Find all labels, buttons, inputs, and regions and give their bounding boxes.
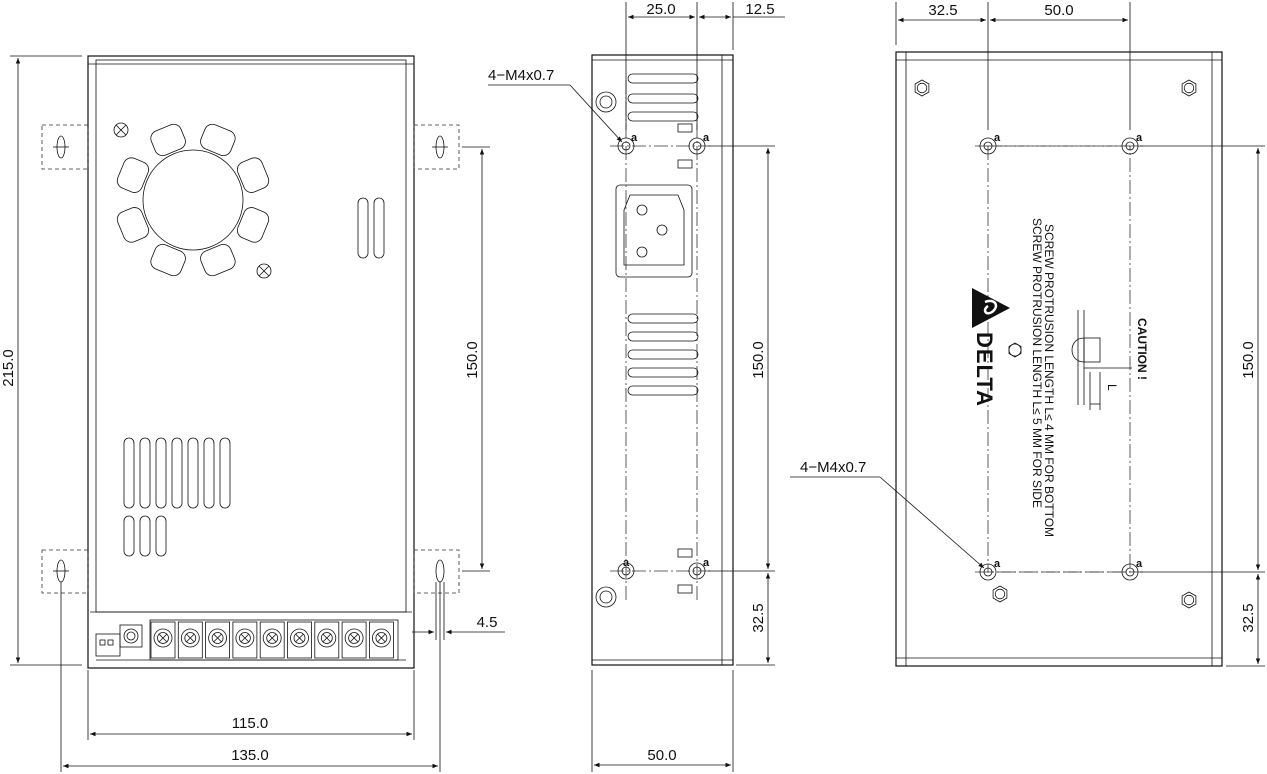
bottom-view: a a a a 4−M4x0.7 DELTA SCREW PROTRUSION … [790,2,1265,667]
dim-front-hole-spacing: 150.0 [464,341,481,379]
vent-slot [139,437,151,509]
front-cover-panel [95,59,407,613]
vent-slot [171,437,183,509]
vent-slot [219,437,231,509]
terminal-screw [314,621,340,659]
note-screw-bottom: SCREW PROTRUSION LENGTH L≤ 4 MM FOR BOTT… [1042,224,1056,537]
connector [95,624,143,657]
hex-nut [992,585,1008,603]
vent-slot [627,111,699,122]
mounting-tab-top-right [413,124,460,170]
terminal-screw [287,621,312,659]
vent-slot [627,385,699,396]
terminal-screw [259,621,285,659]
screw-hole [979,563,997,581]
terminal-block [149,619,399,661]
vent-slot [123,515,135,557]
vent-slot [155,437,167,509]
front-view: 215.0 150.0 115.0 135.0 4.5 [0,55,505,772]
delta-logo: DELTA [972,288,1010,407]
vent-slot [123,437,135,509]
front-body-outline [87,55,415,669]
screw-length-mark: L [1105,384,1119,391]
vent-slot [627,93,699,104]
fan-segment [200,243,236,277]
screw-hole [1121,563,1139,581]
vent-slot [627,313,699,324]
screw-length-diagram: L [1071,310,1132,410]
fan-grille [116,123,270,277]
mounting-tab-top-left [41,124,89,170]
hex-nut [1181,79,1197,97]
fan-segment [236,207,270,243]
ac-inlet [615,184,693,278]
screw-hole [617,562,635,580]
fan-screw-top-left [113,122,129,138]
screw-hole [979,137,997,155]
screw-callout-side: 4−M4x0.7 [488,67,554,84]
dim-front-slot: 4.5 [477,614,498,631]
fan-segment [116,157,150,193]
dim-front-width-inner: 115.0 [232,715,268,732]
hole-mark: a [623,557,630,569]
fan-segment [150,243,186,277]
lower-vent-group [123,437,231,557]
fan-segment [116,207,150,243]
vent-slot [627,367,699,378]
mounting-tab-bottom-left [41,549,89,594]
hole-mark: a [631,132,638,144]
terminal-screw [177,621,203,659]
fan-segment [150,123,186,157]
vent-slot [627,331,699,342]
hex-nut [1181,591,1197,609]
terminal-screw [368,621,394,659]
hole-mark: a [994,558,1001,570]
terminal-screw [150,621,176,659]
dim-bottom-height: 150.0 [1240,341,1257,379]
hex-nut [914,79,930,97]
screw-hole [1121,137,1139,155]
fan-segment [236,157,270,193]
side-view: a a a a 4−M4x0.7 25.0 12.5 150.0 32.5 50… [488,1,785,772]
terminal-screw [232,621,258,659]
hole-mark: a [994,132,1001,144]
hole-mark: a [1136,558,1143,570]
screw-hole [688,562,706,580]
dim-front-height: 215.0 [0,349,17,387]
vent-slot [627,349,699,360]
fan-segment [200,123,236,157]
note-screw-side: SCREW PROTRUSION LENGTH L≤ 5 MM FOR SIDE [1030,218,1044,508]
vent-slot [187,437,199,509]
dim-bottom-top-b: 50.0 [1044,2,1073,19]
side-body-outline [591,54,734,666]
dim-side-height: 150.0 [750,341,767,379]
terminal-screw [341,621,367,659]
screw-hole [617,137,635,155]
caution-label: CAUTION ! [1135,318,1149,380]
dim-side-top-a: 25.0 [646,1,675,18]
dim-bottom-bottom: 32.5 [1240,603,1257,632]
dim-bottom-top-a: 32.5 [928,2,957,19]
vent-slot [155,515,167,557]
vent-slot [203,437,215,509]
vent-slot [373,197,385,259]
dim-side-top-b: 12.5 [745,1,774,18]
mounting-tab-bottom-right [413,549,460,594]
hole-mark: a [703,557,710,569]
hole-mark: a [703,132,710,144]
vent-slot [139,515,151,557]
vent-slot [627,73,699,84]
hole-mark: a [1136,132,1143,144]
dim-front-width-outer: 135.0 [231,747,269,764]
brand-text: DELTA [972,332,997,407]
screw-callout-bottom: 4−M4x0.7 [800,459,866,476]
screw-hole [688,137,706,155]
fan-screw-bottom-right [256,263,272,279]
dim-side-bottom: 32.5 [750,603,767,632]
terminal-screw [205,621,231,659]
dim-side-width: 50.0 [647,747,676,764]
bottom-body-outline [895,51,1223,667]
vent-slot [357,197,369,259]
